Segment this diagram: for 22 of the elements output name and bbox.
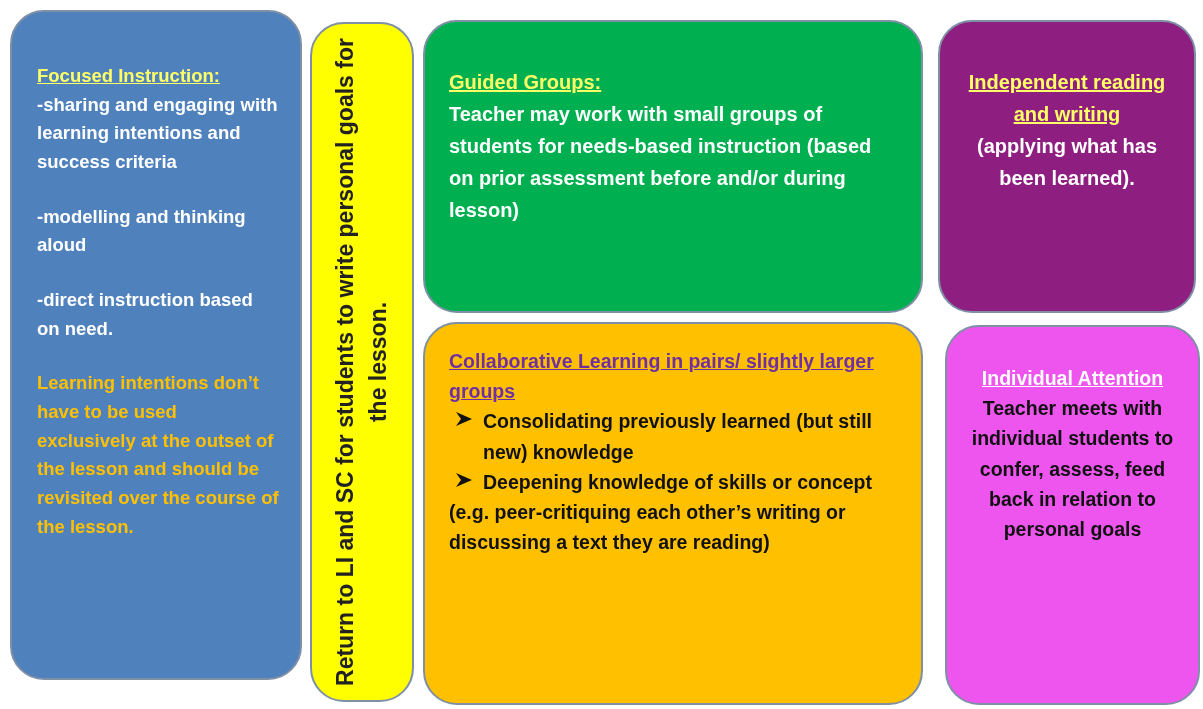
heading: Individual Attention bbox=[980, 366, 1165, 391]
heading: Collaborative Learning in pairs/ slightly larger groups bbox=[449, 349, 875, 405]
body-text: (e.g. peer-critiquing each other’s writing or discussing a text they are reading) bbox=[449, 500, 847, 556]
body-text: -sharing and engaging with learning intentions and success criteria bbox=[37, 92, 279, 174]
body-text: Teacher meets with individual students to confer, assess, feed back in relation to personal goals bbox=[970, 396, 1175, 543]
heading: Guided Groups: bbox=[449, 70, 603, 95]
body-text: (applying what has been learned). bbox=[976, 134, 1158, 191]
rounded-panel bbox=[10, 10, 302, 680]
bullet-text: Consolidating previously learned (but still new) knowledge bbox=[483, 409, 873, 465]
note-text: Learning intentions don’t have to be used exclusively at the outset of the lesson and should be revisited over the course of the lesson. bbox=[37, 371, 280, 539]
body-text: -direct instruction based on need. bbox=[37, 288, 254, 341]
body-text: Teacher may work with small groups of students for needs-based instruction (based on prior assessment before and/or during lesson) bbox=[449, 102, 873, 223]
rounded-panel bbox=[423, 20, 923, 313]
heading: Independent reading and writing bbox=[967, 70, 1167, 127]
heading: Focused Instruction: bbox=[37, 64, 221, 88]
rounded-panel bbox=[945, 325, 1200, 705]
rounded-panel bbox=[310, 22, 414, 702]
vertical-text: Return to LI and SC for students to write personal goals for the lesson. bbox=[330, 37, 392, 688]
rounded-panel bbox=[423, 322, 923, 705]
rounded-panel bbox=[938, 20, 1196, 313]
body-text: -modelling and thinking aloud bbox=[37, 204, 247, 258]
bullet-text: Deepening knowledge of skills or concept bbox=[483, 469, 872, 495]
